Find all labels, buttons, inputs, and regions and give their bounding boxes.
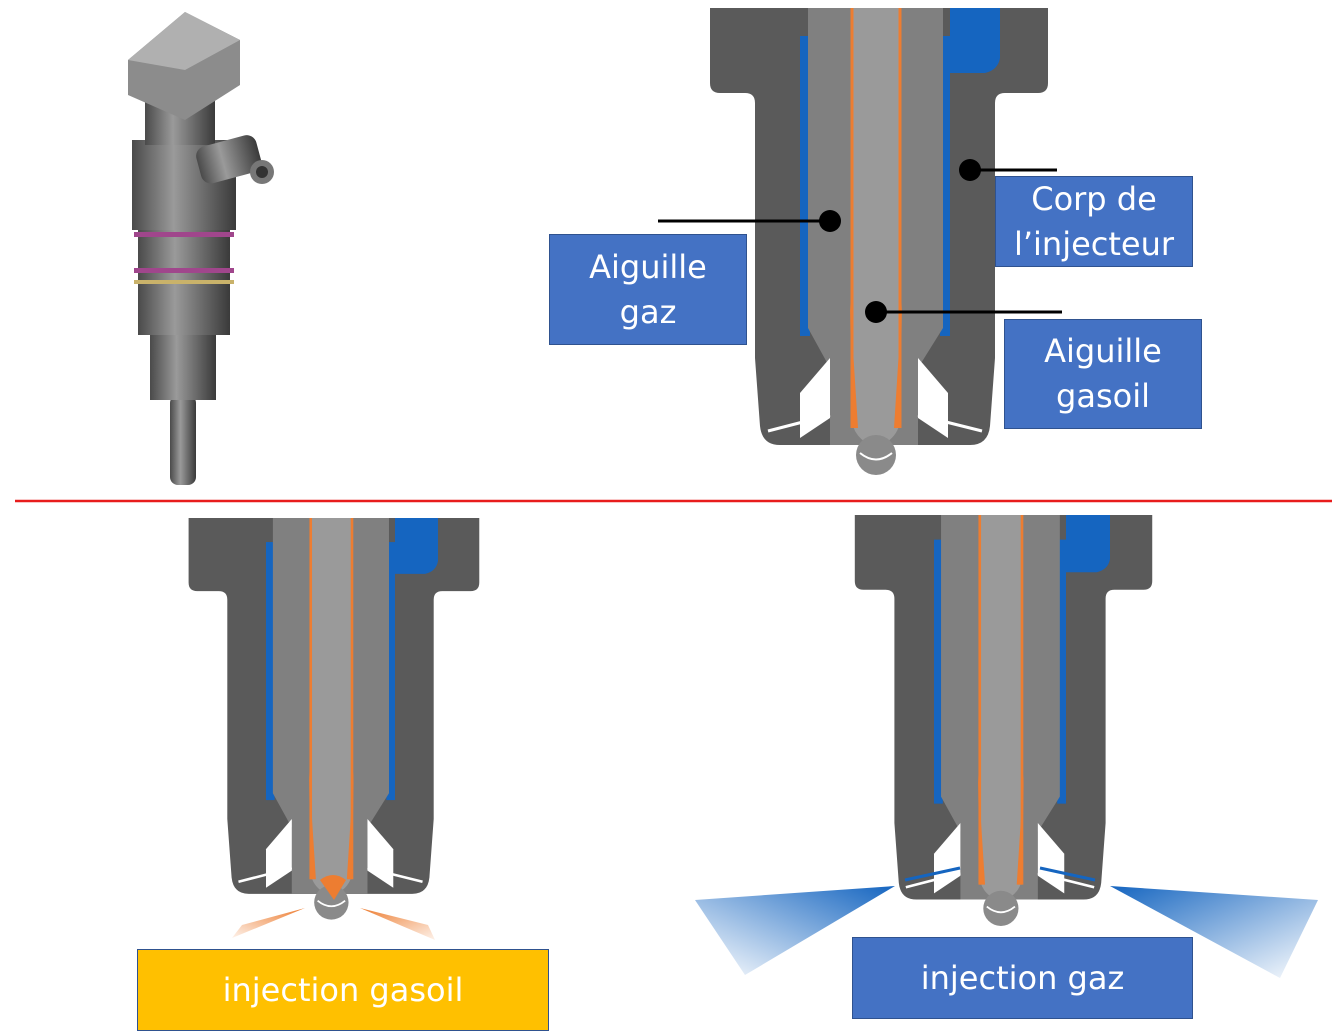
leader-corps-injecteur [959, 159, 1057, 181]
caption-text: injection gasoil [222, 970, 464, 1009]
nozzle-cross-section-gaz [853, 513, 1154, 928]
caption-text: injection gaz [920, 958, 1125, 997]
label-corps-injecteur: Corp de l’injecteur [995, 176, 1193, 267]
gas-spray-left [695, 886, 895, 975]
label-line: l’injecteur [1013, 224, 1175, 263]
nozzle-cross-section-gasoil [187, 516, 481, 921]
label-aiguille-gasoil: Aiguille gasoil [1004, 319, 1202, 429]
label-line: gasoil [1056, 377, 1150, 415]
leader-aiguille-gaz [658, 210, 841, 232]
leader-aiguille-gasoil [865, 301, 1062, 323]
diesel-spray-left [232, 908, 305, 938]
label-line: Aiguille [1044, 332, 1162, 370]
diesel-spray-right [360, 908, 435, 940]
caption-injection-gaz: injection gaz [852, 937, 1193, 1019]
gas-spray-right [1110, 886, 1318, 978]
caption-injection-gasoil: injection gasoil [137, 949, 549, 1031]
label-line: Aiguille [589, 247, 707, 286]
label-aiguille-gaz: Aiguille gaz [549, 234, 747, 345]
injector-3d-illustration [128, 12, 274, 485]
label-line: Corp de [1031, 179, 1157, 218]
label-line: gaz [619, 292, 677, 331]
